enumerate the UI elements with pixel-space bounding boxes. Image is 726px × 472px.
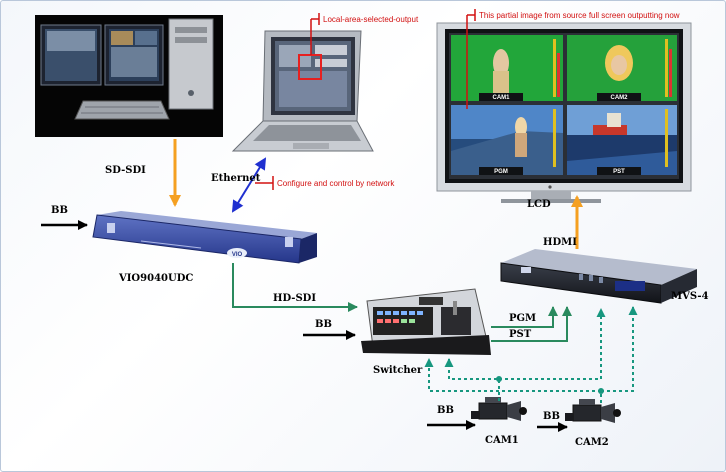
note-local-output: Local-area-selected-output: [323, 15, 419, 24]
mvs4-device: [500, 249, 697, 304]
ethernet-arrow: [231, 157, 267, 213]
junction-dot-cam2: [598, 388, 604, 394]
label-lcd: LCD: [527, 199, 551, 210]
note-partial-image: This partial image from source full scre…: [479, 11, 680, 20]
label-switcher: Switcher: [373, 365, 423, 376]
hd-sdi-line: [232, 263, 358, 312]
lcd-tile-pgm: PGM: [451, 105, 563, 175]
junction-dot-cam1: [496, 376, 502, 382]
switcher-device: [361, 288, 491, 355]
tile-label-cam1: CAM1: [492, 95, 510, 101]
tile-label-pgm: PGM: [494, 169, 508, 175]
label-pst: PST: [509, 329, 532, 340]
label-pgm: PGM: [509, 313, 536, 324]
label-mvs4: MVS-4: [671, 291, 709, 302]
lcd-tile-cam1: CAM1: [451, 35, 563, 101]
label-cam1: CAM1: [485, 435, 519, 446]
label-bb-cam1: BB: [437, 405, 454, 416]
callout-configure: [255, 176, 274, 190]
label-hdmi: HDMI: [543, 237, 577, 248]
tile-label-pst: PST: [613, 169, 625, 175]
label-sd-sdi: SD-SDI: [105, 165, 146, 176]
pst-line: [491, 306, 572, 342]
pgm-line: [491, 306, 558, 328]
tile-label-cam2: CAM2: [610, 95, 628, 101]
camera-signal-routing: [424, 306, 638, 403]
lcd-tile-pst: PST: [567, 105, 677, 175]
label-bb-vio: BB: [51, 205, 68, 216]
vio-logo: VIO: [232, 252, 243, 258]
lcd-tile-cam2: CAM2: [567, 35, 677, 101]
label-vio9040udc: VIO9040UDC: [118, 273, 193, 284]
laptop-image: [231, 30, 374, 152]
callout-partial-image: [466, 9, 476, 109]
camera-2-image: [565, 399, 621, 423]
label-bb-switcher: BB: [315, 319, 332, 330]
label-bb-cam2: BB: [543, 411, 560, 422]
workstation-image: [35, 15, 223, 137]
callout-local-output: [310, 13, 320, 55]
label-hd-sdi: HD-SDI: [273, 293, 316, 304]
note-configure: Configure and control by network: [277, 179, 395, 188]
camera-1-image: [471, 397, 527, 421]
label-ethernet: Ethernet: [211, 173, 261, 184]
vio9040udc-device: VIO: [92, 211, 317, 264]
label-cam2: CAM2: [575, 437, 609, 448]
